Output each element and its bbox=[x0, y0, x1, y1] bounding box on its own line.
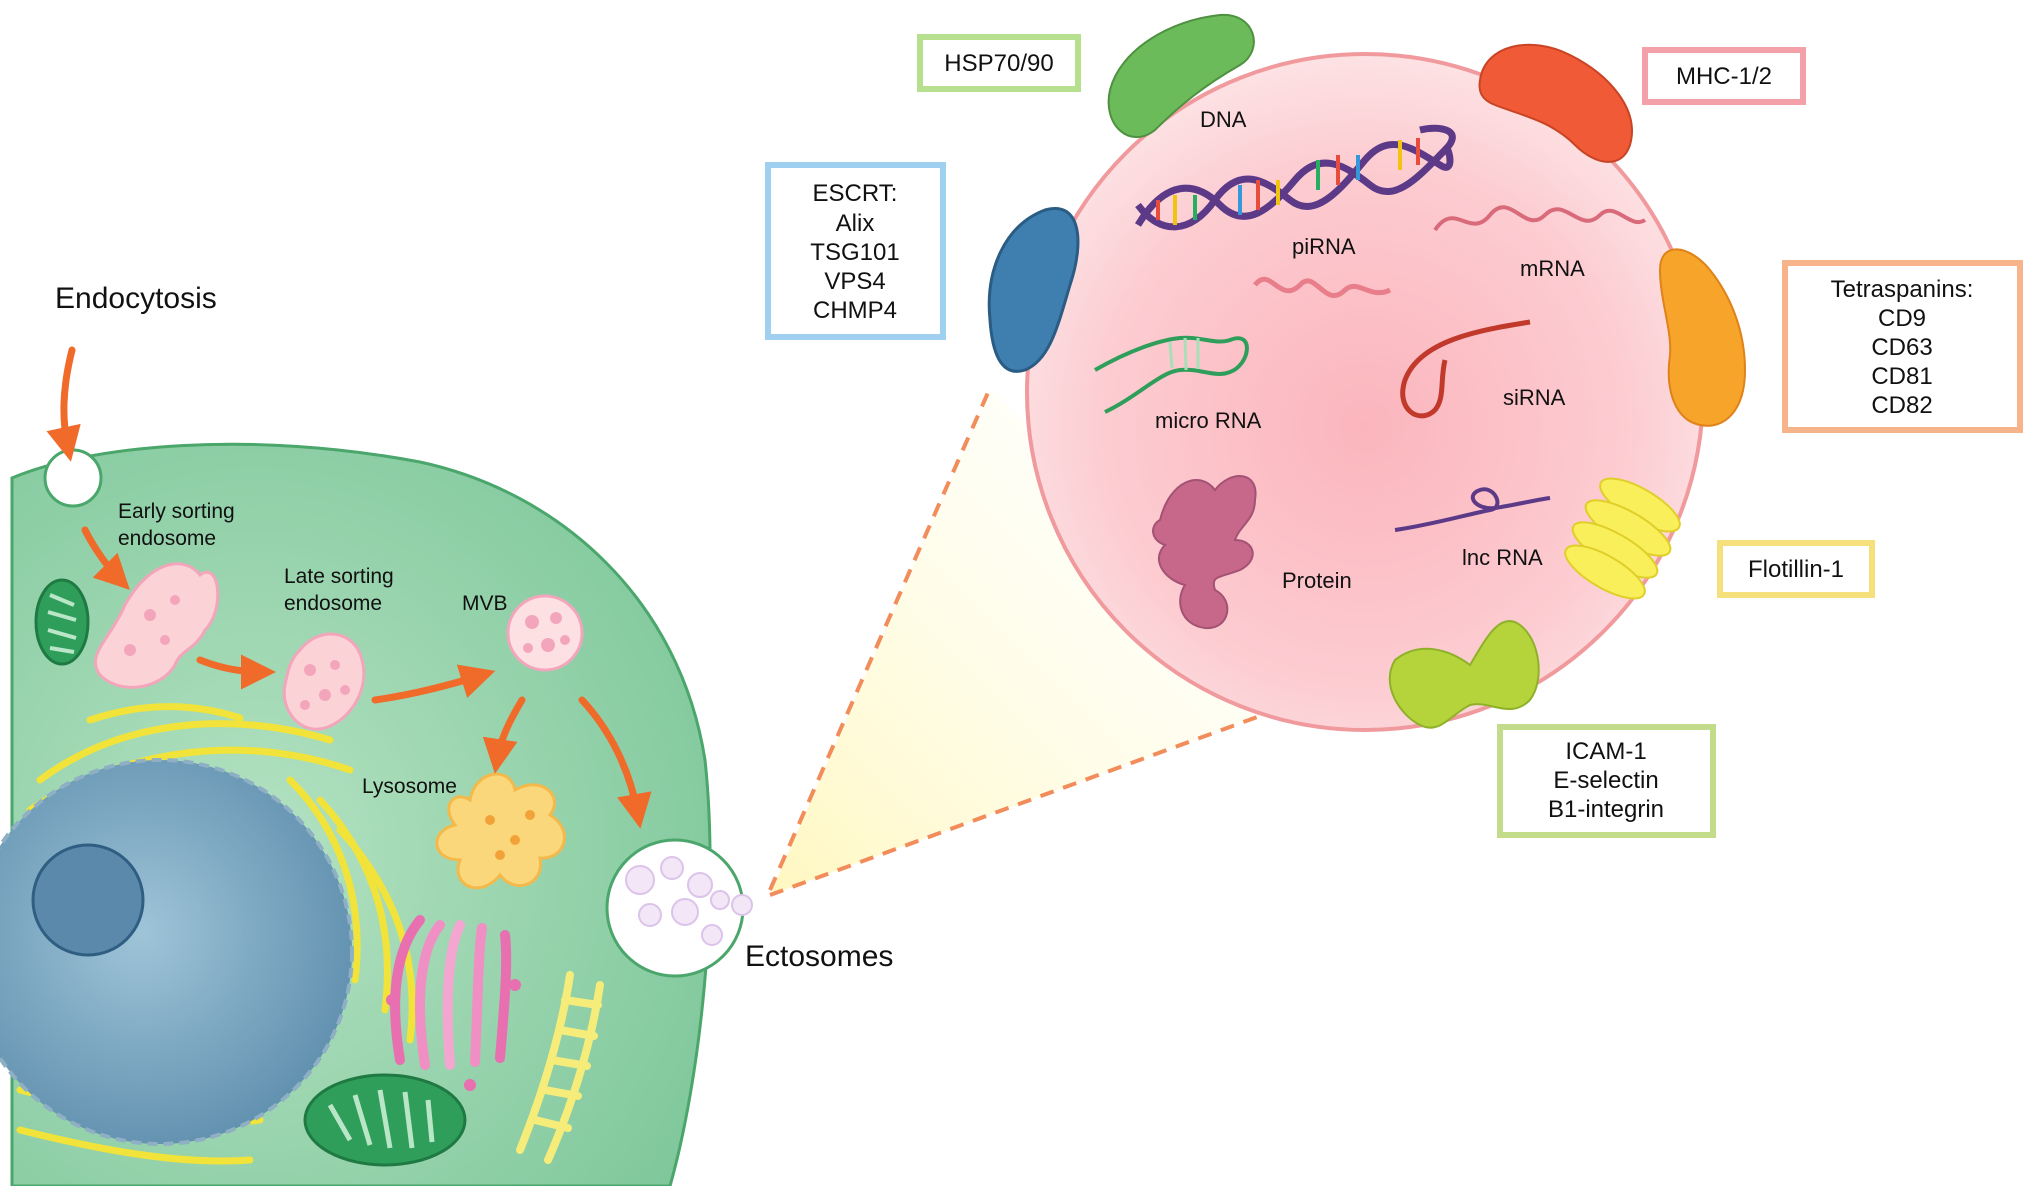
endocytosis-pit bbox=[43, 448, 103, 508]
label-pirna: piRNA bbox=[1292, 234, 1356, 259]
mitochondrion-large bbox=[303, 1073, 467, 1167]
label-microrna: micro RNA bbox=[1155, 408, 1262, 433]
arrow-to-late bbox=[196, 654, 276, 690]
box-icam-line-0: ICAM-1 bbox=[1565, 738, 1646, 765]
protein-shape bbox=[1152, 475, 1257, 630]
box-flotillin-line-0: Flotillin-1 bbox=[1748, 556, 1844, 583]
label-lncrna: lnc RNA bbox=[1462, 545, 1543, 570]
arrow-endocytosis bbox=[46, 346, 81, 462]
arrow-to-early bbox=[81, 526, 130, 590]
golgi-apparatus bbox=[386, 915, 521, 1091]
pathway-arrows bbox=[46, 346, 652, 829]
cell: Early sorting endosome Late sorting endo… bbox=[0, 346, 753, 1188]
label-early-sorting-2: endosome bbox=[118, 527, 216, 550]
box-escrt-line-0: ESCRT: bbox=[813, 180, 898, 207]
box-tetraspanins-line-4: CD82 bbox=[1871, 392, 1932, 419]
box-tetraspanins: Tetraspanins: CD9 CD63 CD81 CD82 bbox=[1782, 260, 2023, 433]
multivesicular-body bbox=[506, 594, 584, 672]
nucleus bbox=[0, 758, 354, 1146]
box-escrt-line-1: Alix bbox=[836, 210, 875, 237]
mhc-surface-protein bbox=[1478, 43, 1633, 163]
box-tetraspanins-line-3: CD81 bbox=[1871, 363, 1932, 390]
microrna-hairpin bbox=[1094, 335, 1249, 414]
label-late-sorting-2: endosome bbox=[284, 592, 382, 615]
box-flotillin: Flotillin-1 bbox=[1717, 540, 1875, 598]
box-mhc-line-0: MHC-1/2 bbox=[1676, 63, 1772, 90]
ribosome-er bbox=[516, 971, 604, 1164]
tetraspanin-surface-protein bbox=[1658, 248, 1747, 427]
label-sirna: siRNA bbox=[1503, 385, 1566, 410]
late-sorting-endosome bbox=[282, 632, 366, 731]
label-dna: DNA bbox=[1200, 107, 1247, 132]
box-tetraspanins-line-2: CD63 bbox=[1871, 334, 1932, 361]
lysosome bbox=[435, 772, 566, 890]
escrt-surface-protein bbox=[987, 207, 1080, 373]
nucleolus bbox=[31, 843, 145, 957]
arrow-to-mvb bbox=[371, 664, 496, 704]
early-sorting-endosome bbox=[93, 562, 220, 689]
icam-surface-protein bbox=[1388, 620, 1540, 729]
box-tetraspanins-line-0: Tetraspanins: bbox=[1831, 276, 1974, 303]
label-early-sorting-1: Early sorting bbox=[118, 500, 235, 523]
exosome: DNA piRNA mRNA micro RNA siRNA Protein l… bbox=[987, 13, 1747, 732]
box-icam-line-2: B1-integrin bbox=[1548, 796, 1664, 823]
box-escrt-line-4: CHMP4 bbox=[813, 297, 897, 324]
arrow-to-lysosome bbox=[482, 696, 526, 774]
lncrna-strand bbox=[1394, 487, 1551, 532]
dna-helix bbox=[1134, 124, 1456, 231]
zoom-cone bbox=[768, 387, 1291, 897]
sirna-strand bbox=[1400, 319, 1531, 419]
hsp-surface-protein bbox=[1107, 13, 1255, 139]
mitochondrion-small bbox=[34, 578, 90, 666]
arrow-to-membrane bbox=[578, 696, 652, 829]
box-tetraspanins-line-1: CD9 bbox=[1878, 305, 1926, 332]
label-ectosomes: Ectosomes bbox=[745, 940, 893, 973]
label-lysosome: Lysosome bbox=[362, 775, 457, 798]
box-escrt-line-2: TSG101 bbox=[810, 239, 899, 266]
box-escrt: ESCRT: Alix TSG101 VPS4 CHMP4 bbox=[765, 162, 946, 340]
box-icam: ICAM-1 E-selectin B1-integrin bbox=[1497, 724, 1716, 838]
box-mhc: MHC-1/2 bbox=[1642, 47, 1806, 105]
label-protein: Protein bbox=[1282, 568, 1352, 593]
box-hsp-line-0: HSP70/90 bbox=[944, 50, 1053, 77]
ectosome-vesicles bbox=[625, 856, 753, 946]
box-escrt-line-3: VPS4 bbox=[824, 268, 885, 295]
label-late-sorting-1: Late sorting bbox=[284, 565, 394, 588]
flotillin-surface-protein bbox=[1564, 477, 1681, 600]
label-mvb: MVB bbox=[462, 592, 508, 615]
box-icam-line-1: E-selectin bbox=[1553, 767, 1658, 794]
box-hsp: HSP70/90 bbox=[917, 34, 1081, 92]
pirna-strand bbox=[1253, 276, 1392, 298]
label-endocytosis: Endocytosis bbox=[55, 282, 217, 315]
label-mrna: mRNA bbox=[1520, 256, 1585, 281]
mrna-strand bbox=[1433, 205, 1647, 232]
